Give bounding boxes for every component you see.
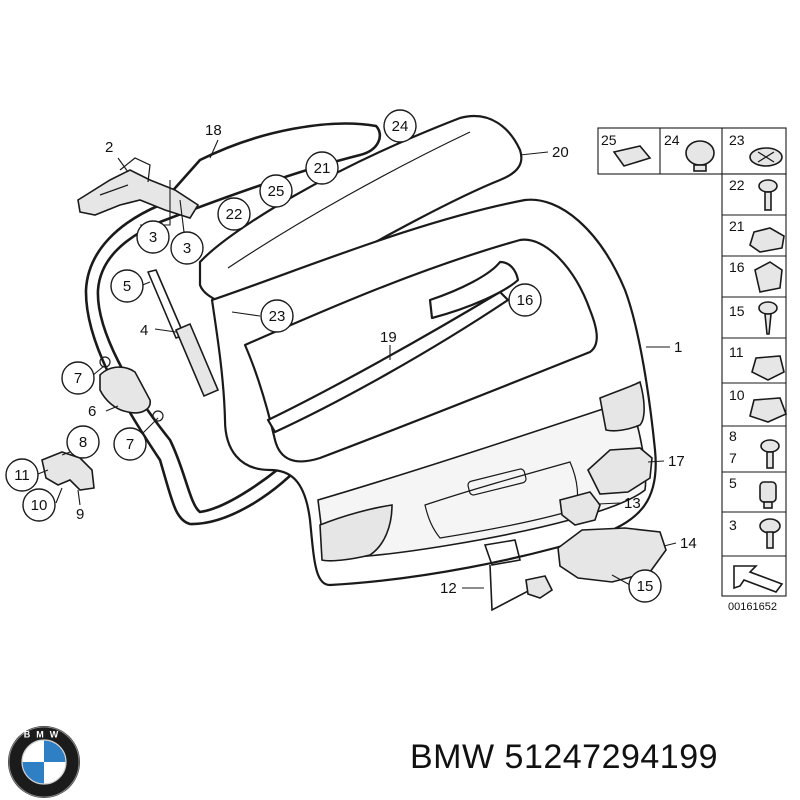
trim-strip bbox=[266, 290, 510, 434]
label-13: 13 bbox=[624, 495, 641, 512]
fastener-icon-23 bbox=[749, 147, 783, 167]
label-2: 2 bbox=[105, 139, 113, 156]
callout-22: 22 bbox=[217, 197, 251, 231]
callout-8: 8 bbox=[66, 425, 100, 459]
hinge bbox=[77, 169, 200, 219]
svg-text:5: 5 bbox=[123, 278, 131, 295]
spoiler-inner-line bbox=[227, 131, 471, 269]
label-18: 18 bbox=[205, 122, 222, 139]
fastener-icon-8-7 bbox=[760, 439, 780, 469]
legend-11: 11 bbox=[729, 344, 744, 360]
gas-strut-body bbox=[174, 322, 220, 398]
callout-3-b: 3 bbox=[170, 231, 204, 265]
fastener-icon-25 bbox=[612, 145, 652, 167]
svg-text:10: 10 bbox=[31, 497, 48, 514]
callout-7-b: 7 bbox=[113, 427, 147, 461]
svg-text:23: 23 bbox=[269, 308, 286, 325]
stop-buffer-bolt-bottom bbox=[152, 410, 164, 422]
callout-24: 24 bbox=[383, 109, 417, 143]
leader-lines bbox=[37, 139, 677, 589]
callout-16: 16 bbox=[508, 283, 542, 317]
legend-3: 3 bbox=[729, 517, 737, 533]
callout-11: 11 bbox=[5, 458, 39, 492]
legend-10: 10 bbox=[729, 387, 745, 403]
label-17: 17 bbox=[668, 453, 685, 470]
window-seal-strip bbox=[428, 260, 520, 320]
cable-clip bbox=[525, 575, 554, 599]
svg-text:25: 25 bbox=[268, 183, 285, 200]
legend-5: 5 bbox=[729, 475, 737, 491]
label-14: 14 bbox=[680, 535, 697, 552]
fastener-icon-15 bbox=[758, 301, 778, 335]
latch-17 bbox=[587, 447, 653, 495]
legend-21: 21 bbox=[729, 218, 745, 234]
legend-7: 7 bbox=[729, 450, 737, 466]
stop-buffer bbox=[99, 366, 151, 414]
callout-21: 21 bbox=[305, 151, 339, 185]
callout-5: 5 bbox=[110, 269, 144, 303]
fastener-icon-21 bbox=[749, 227, 785, 253]
legend-24: 24 bbox=[664, 132, 680, 148]
fastener-legend: 25 24 23 22 21 16 15 11 10 8 7 5 3 00161… bbox=[597, 127, 788, 613]
reference-code: 00161652 bbox=[728, 601, 777, 613]
svg-text:21: 21 bbox=[314, 160, 331, 177]
fastener-icon-22 bbox=[758, 179, 778, 211]
label-19: 19 bbox=[380, 329, 397, 346]
legend-15: 15 bbox=[729, 303, 745, 319]
svg-text:16: 16 bbox=[517, 292, 534, 309]
stop-buffer-bolt-top bbox=[99, 356, 111, 368]
label-4: 4 bbox=[140, 322, 148, 339]
fastener-icon-3 bbox=[759, 518, 781, 549]
product-title: BMW 51247294199 bbox=[410, 738, 719, 776]
fastener-icon-11 bbox=[751, 355, 785, 381]
svg-text:8: 8 bbox=[79, 434, 87, 451]
svg-text:15: 15 bbox=[637, 578, 654, 595]
label-1: 1 bbox=[674, 339, 682, 356]
fastener-icon-24 bbox=[685, 140, 715, 172]
svg-text:7: 7 bbox=[74, 370, 82, 387]
callout-10: 10 bbox=[22, 488, 56, 522]
gas-strut-rod bbox=[147, 269, 185, 339]
label-6: 6 bbox=[88, 403, 96, 420]
tail-light-left bbox=[319, 504, 393, 562]
striker-bracket bbox=[41, 451, 95, 491]
legend-8: 8 bbox=[729, 428, 737, 444]
fastener-icon-16 bbox=[754, 261, 783, 293]
callout-15: 15 bbox=[628, 569, 662, 603]
svg-text:22: 22 bbox=[226, 206, 243, 223]
lock-14 bbox=[557, 527, 667, 583]
logo-letter-b: BMW bbox=[24, 730, 65, 740]
bmw-logo-icon: BMW bbox=[8, 726, 80, 798]
legend-22: 22 bbox=[729, 177, 745, 193]
legend-16: 16 bbox=[729, 259, 745, 275]
handle-recess bbox=[467, 468, 527, 496]
svg-text:7: 7 bbox=[126, 436, 134, 453]
callout-25: 25 bbox=[259, 174, 293, 208]
fastener-icon-10 bbox=[749, 397, 788, 423]
svg-text:3: 3 bbox=[149, 229, 157, 246]
callout-3-a: 3 bbox=[136, 220, 170, 254]
direction-arrow-icon bbox=[733, 565, 784, 593]
hinge-bracket bbox=[99, 157, 151, 196]
svg-text:11: 11 bbox=[14, 467, 30, 484]
svg-text:24: 24 bbox=[392, 118, 409, 135]
legend-23: 23 bbox=[729, 132, 745, 148]
label-12: 12 bbox=[440, 580, 457, 597]
legend-25: 25 bbox=[601, 132, 617, 148]
callout-23: 23 bbox=[260, 299, 294, 333]
cover-13 bbox=[559, 491, 601, 526]
svg-text:3: 3 bbox=[183, 240, 191, 257]
label-9: 9 bbox=[76, 506, 84, 523]
label-20: 20 bbox=[552, 144, 569, 161]
callout-7-a: 7 bbox=[61, 361, 95, 395]
tail-light-right bbox=[599, 380, 645, 432]
fastener-icon-5 bbox=[759, 481, 777, 509]
